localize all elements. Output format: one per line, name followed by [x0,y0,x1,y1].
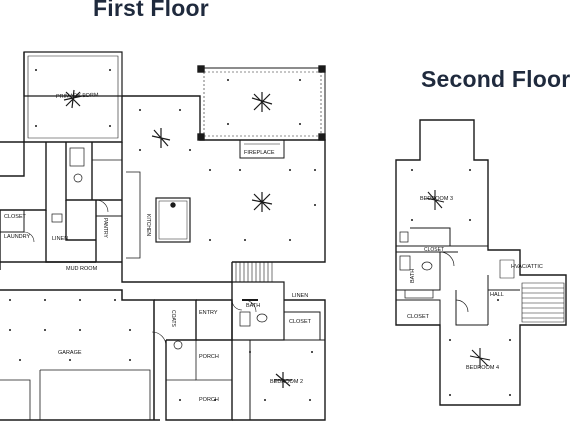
room-label-closet-upper: CLOSET [424,247,444,253]
room-label-porch-upper: PORCH [199,354,219,360]
room-label-kitchen: KITCHEN [145,214,151,236]
room-label-coats: COATS [170,310,176,328]
second-floor-title: Second Floor [421,66,571,92]
room-label-porch-lower: PORCH [199,397,219,403]
second-floor-light-icons [411,169,511,396]
room-label-hall: HALL [490,292,504,298]
room-label-closet-lower: CLOSET [407,314,430,320]
second-floor-plan [395,119,567,406]
recessed-light-icons [9,69,316,401]
room-label-hvac-attic: HVAC/ATTIC [511,264,543,270]
first-floor-plan [0,51,326,421]
room-label-fireplace: FIREPLACE [244,150,275,156]
ceiling-fan-icons [63,89,292,388]
room-label-pantry: PANTRY [102,218,108,238]
room-label-primary-bedroom: PRIMARY BDRM [56,93,99,100]
room-label-mud-room: MUD ROOM [66,266,98,272]
room-label-bedroom-3: BEDROOM 3 [420,196,453,202]
room-label-linen-2: LINEN [292,293,308,299]
room-label-bedroom-2: BEDROOM 2 [270,379,303,385]
room-label-closet-right: CLOSET [289,319,312,325]
room-label-entry: ENTRY [199,310,218,316]
room-label-garage: GARAGE [58,350,82,356]
room-label-bath: BATH [246,303,260,309]
room-label-linen: LINEN [52,236,68,242]
room-label-bath-upper: BATH [410,269,416,283]
second-floor-fan-icons [425,190,491,368]
first-floor-title: First Floor [93,0,209,21]
room-label-laundry: LAUNDRY [4,234,31,240]
room-label-bedroom-4: BEDROOM 4 [466,365,499,371]
room-labels: PRIMARY BDRM FIREPLACE KITCHEN PANTRY CL… [4,93,543,403]
room-label-closet-left: CLOSET [4,214,27,220]
